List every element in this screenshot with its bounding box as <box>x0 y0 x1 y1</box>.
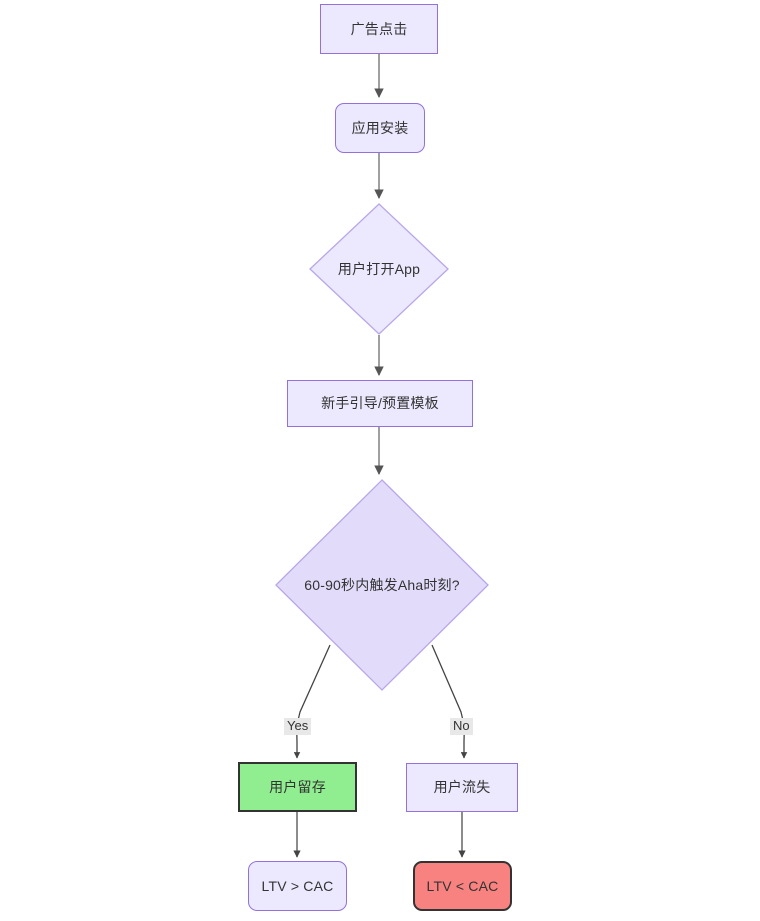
node-aha-decision-label: 60-90秒内触发Aha时刻? <box>304 577 460 593</box>
edge-label-yes: Yes <box>284 718 312 735</box>
node-open-app-label: 用户打开App <box>337 261 421 277</box>
edge-label-yes-text: Yes <box>287 718 309 733</box>
node-open-app[interactable]: 用户打开App <box>309 203 449 335</box>
node-ltv-lt-cac[interactable]: LTV < CAC <box>413 861 512 911</box>
node-ad-click-label: 广告点击 <box>350 20 408 37</box>
node-ltv-gt-cac-label: LTV > CAC <box>261 877 334 894</box>
node-ltv-gt-cac[interactable]: LTV > CAC <box>248 861 347 911</box>
open-app-diamond-shape <box>309 203 449 335</box>
node-ltv-lt-cac-label: LTV < CAC <box>426 877 499 894</box>
node-retained[interactable]: 用户留存 <box>238 762 357 812</box>
node-aha-decision[interactable]: 60-90秒内触发Aha时刻? <box>275 479 489 691</box>
node-churned-label: 用户流失 <box>433 779 491 796</box>
node-app-install-label: 应用安装 <box>351 119 409 136</box>
edge-label-no: No <box>450 718 473 735</box>
node-app-install[interactable]: 应用安装 <box>335 103 425 153</box>
edge-label-no-text: No <box>453 718 470 733</box>
node-onboarding[interactable]: 新手引导/预置模板 <box>287 380 473 427</box>
node-onboarding-label: 新手引导/预置模板 <box>321 395 439 412</box>
node-retained-label: 用户留存 <box>269 778 326 795</box>
node-churned[interactable]: 用户流失 <box>406 763 518 812</box>
node-ad-click[interactable]: 广告点击 <box>320 4 438 54</box>
aha-decision-diamond-shape <box>275 479 489 691</box>
